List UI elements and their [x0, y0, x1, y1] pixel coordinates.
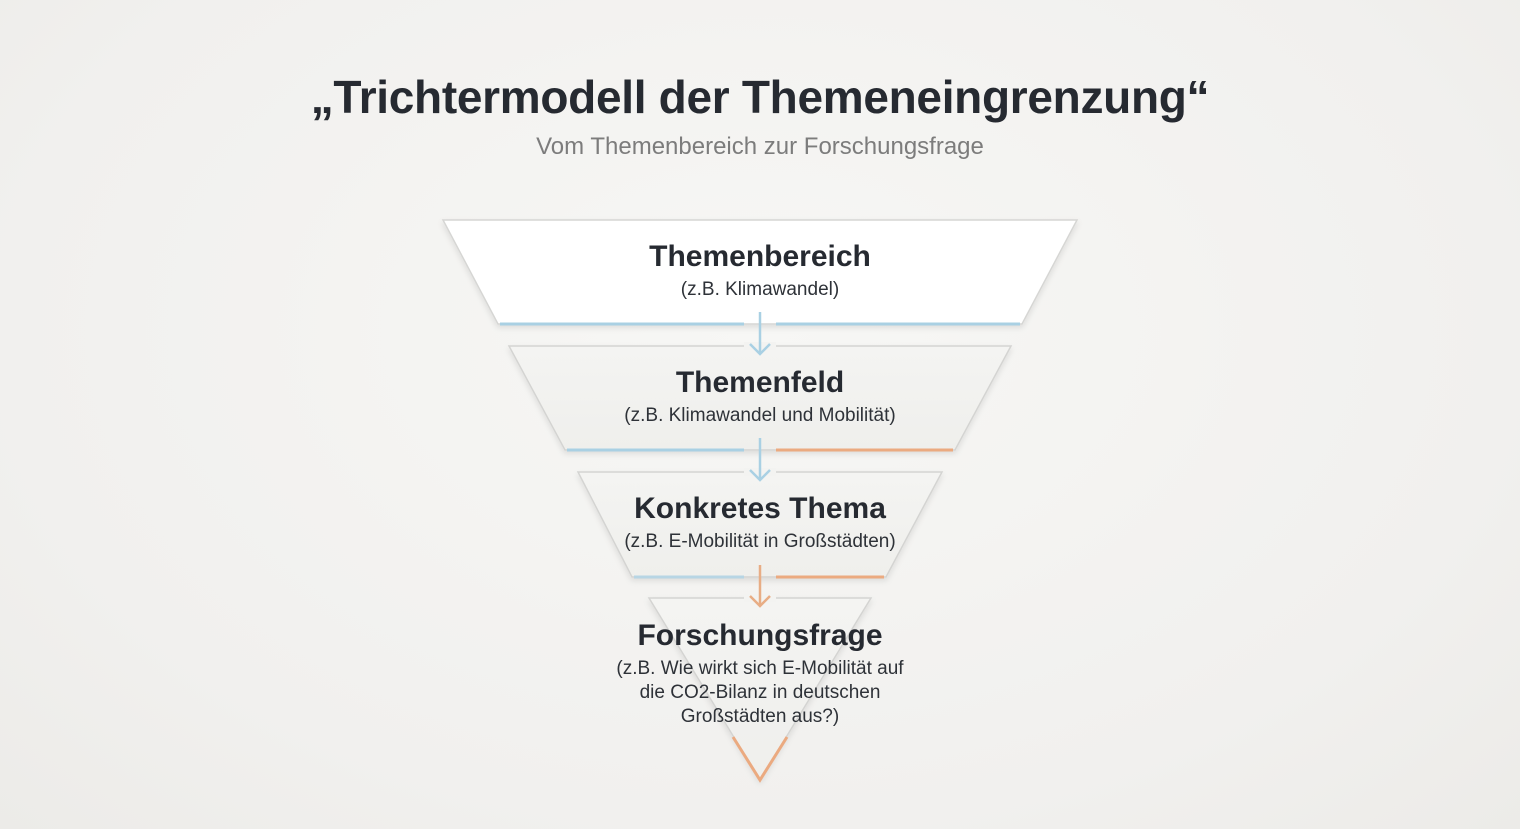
stage-4-label: Forschungsfrage (z.B. Wie wirkt sich E-M… [0, 619, 1520, 729]
funnel-stage-1 [441, 219, 1079, 326]
stage-title: Konkretes Thema [634, 492, 886, 525]
stage-3-label: Konkretes Thema (z.B. E-Mobilität in Gro… [0, 492, 1520, 554]
arrow-down-icon [749, 312, 771, 356]
stage-1-label: Themenbereich (z.B. Klimawandel) [0, 240, 1520, 302]
stage-example: (z.B. Klimawandel) [680, 279, 840, 300]
page-subtitle: Vom Themenbereich zur Forschungsfrage [536, 133, 984, 160]
stage-example-line: Großstädten aus?) [680, 706, 840, 727]
stage-2-label: Themenfeld (z.B. Klimawandel und Mobilit… [0, 366, 1520, 428]
funnel-stage-3 [576, 471, 944, 579]
arrow-down-icon [749, 438, 771, 482]
stage-title: Themenbereich [649, 240, 871, 273]
stage-example-line: (z.B. Wie wirkt sich E-Mobilität auf [616, 658, 904, 679]
stage-example: (z.B. E-Mobilität in Großstädten) [624, 531, 896, 552]
stage-example-line: die CO2-Bilanz in deutschen [639, 682, 881, 703]
stage-example: (z.B. Klimawandel und Mobilität) [624, 405, 896, 426]
funnel-stage-2 [507, 345, 1013, 452]
page-title: „Trichtermodell der Themeneingrenzung“ [310, 71, 1210, 123]
orange-apex-accent [731, 736, 789, 783]
stage-title: Themenfeld [675, 366, 845, 399]
arrow-down-icon [749, 565, 771, 608]
stage-title: Forschungsfrage [637, 619, 883, 652]
